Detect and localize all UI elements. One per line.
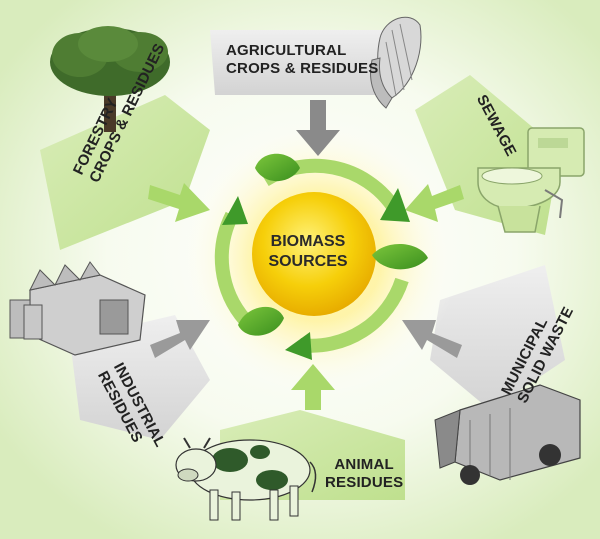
- sun-disc: [252, 192, 376, 316]
- label-animal: ANIMAL RESIDUES: [325, 456, 403, 492]
- leaf-top-icon: [255, 153, 300, 182]
- arrow-from-sewage: [405, 184, 464, 222]
- leaves: [238, 153, 428, 336]
- panel-municipal: [430, 265, 565, 410]
- cycle-arrowhead-top: [380, 188, 410, 222]
- tree-icon: [50, 26, 170, 132]
- center-label: BIOMASS SOURCES: [253, 232, 363, 272]
- panel-forestry: [40, 95, 210, 250]
- radial-panels: [40, 30, 565, 500]
- label-animal-line2: RESIDUES: [325, 474, 404, 491]
- inward-arrows: [148, 100, 464, 410]
- arrow-from-industrial: [150, 320, 210, 358]
- cow-icon: [175, 437, 317, 521]
- garbage-truck-icon: [434, 384, 581, 485]
- arrow-from-animal: [291, 364, 335, 410]
- center-label-line1: BIOMASS: [270, 233, 346, 250]
- toilet-icon: [477, 127, 585, 233]
- cycle-arrow-left: [214, 211, 251, 325]
- panel-agricultural: [210, 30, 395, 95]
- cycle-arrow-right: [299, 277, 409, 353]
- leaf-right-icon: [372, 243, 428, 270]
- label-agricultural: AGRICULTURAL CROPS & RESIDUES: [226, 42, 378, 78]
- corn-icon: [370, 16, 422, 109]
- factory-icon: [9, 261, 146, 356]
- label-animal-line1: ANIMAL: [334, 456, 394, 473]
- cycle-arrowhead-left: [222, 196, 248, 225]
- label-agricultural-line2: CROPS & RESIDUES: [226, 60, 379, 77]
- arrow-from-municipal: [402, 320, 462, 358]
- leaf-bottom-left-icon: [238, 306, 284, 336]
- arrow-from-agricultural: [296, 100, 340, 156]
- label-agricultural-line1: AGRICULTURAL: [226, 42, 347, 59]
- cycle-arrows: [214, 158, 410, 360]
- center-label-line2: SOURCES: [268, 253, 348, 270]
- arrow-from-forestry: [148, 183, 210, 222]
- cycle-arrowhead-right: [285, 332, 312, 360]
